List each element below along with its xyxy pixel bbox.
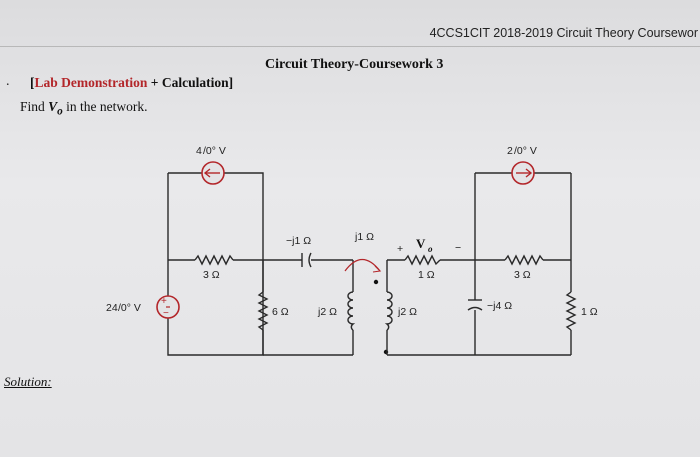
source-left-current-value: 4 [196,145,202,157]
question-prefix: Find [20,99,49,114]
resistor-top-right-icon [404,254,441,266]
mutual-coupling-arrow [344,258,381,272]
vo-label: V [416,236,426,251]
source-right-current-angle: /0° V [514,145,537,157]
vo-plus: + [397,243,403,255]
r-6-label: 6 Ω [272,306,289,318]
l-primary-label: j2 Ω [317,306,337,318]
capacitor-right-icon [467,299,483,311]
question-variable-v: V [48,99,58,114]
solution-label: Solution: [4,374,52,389]
voltage-source-icon: + − [156,295,180,319]
voltage-source-value: 24 [106,302,118,314]
left-wires [167,172,264,356]
l-coupling-label: j1 Ω [354,231,374,243]
lab-heading: [Lab Demonstration + Calculation] [30,75,233,91]
middle-wires [262,259,354,356]
c-top-label: −j1 Ω [286,235,311,247]
question-text: Find Vo in the network. [20,99,148,118]
source-left-current-angle: /0° V [203,145,226,157]
l-secondary-label: j2 Ω [397,306,417,318]
course-header: 4CCS1CIT 2018-2019 Circuit Theory Course… [429,26,698,40]
r-far-right-label: 1 Ω [581,306,598,318]
lab-calculation-label: + Calculation] [147,75,234,90]
svg-text:+: + [161,296,167,307]
coupling-arrow-head-icon [372,265,382,273]
resistor-right-icon [504,254,544,266]
bullet: . [6,74,10,89]
question-variable: Vo [48,99,63,118]
dot-primary [373,279,379,285]
current-source-right-icon [511,161,535,185]
question-suffix: in the network. [62,99,148,114]
current-source-left-icon [201,161,225,185]
inductor-secondary-icon [384,291,393,331]
resistor-6-icon [257,291,269,331]
capacitor-top-icon [301,252,312,268]
svg-text:−: − [163,308,169,319]
lab-bracket: [ [30,75,35,90]
header-divider [0,46,700,47]
voltage-source-angle: /0° V [118,302,141,314]
question-variable-sub: o [57,105,63,118]
inductor-primary-icon [347,291,356,331]
document-title: Circuit Theory-Coursework 3 [265,57,444,72]
vo-minus: − [455,242,461,254]
r-right-label: 3 Ω [514,269,531,281]
lab-demonstration-label: Lab Demonstration [34,75,148,90]
c-right-label: −j4 Ω [487,300,512,312]
vo-sub: o [428,244,433,254]
resistor-far-right-icon [565,291,577,331]
secondary-wires [386,259,476,356]
source-right-current-value: 2 [507,145,513,157]
right-wires [474,172,572,356]
r-left-label: 3 Ω [203,269,220,281]
r-top-right-label: 1 Ω [418,269,435,281]
resistor-left-icon [194,254,234,266]
